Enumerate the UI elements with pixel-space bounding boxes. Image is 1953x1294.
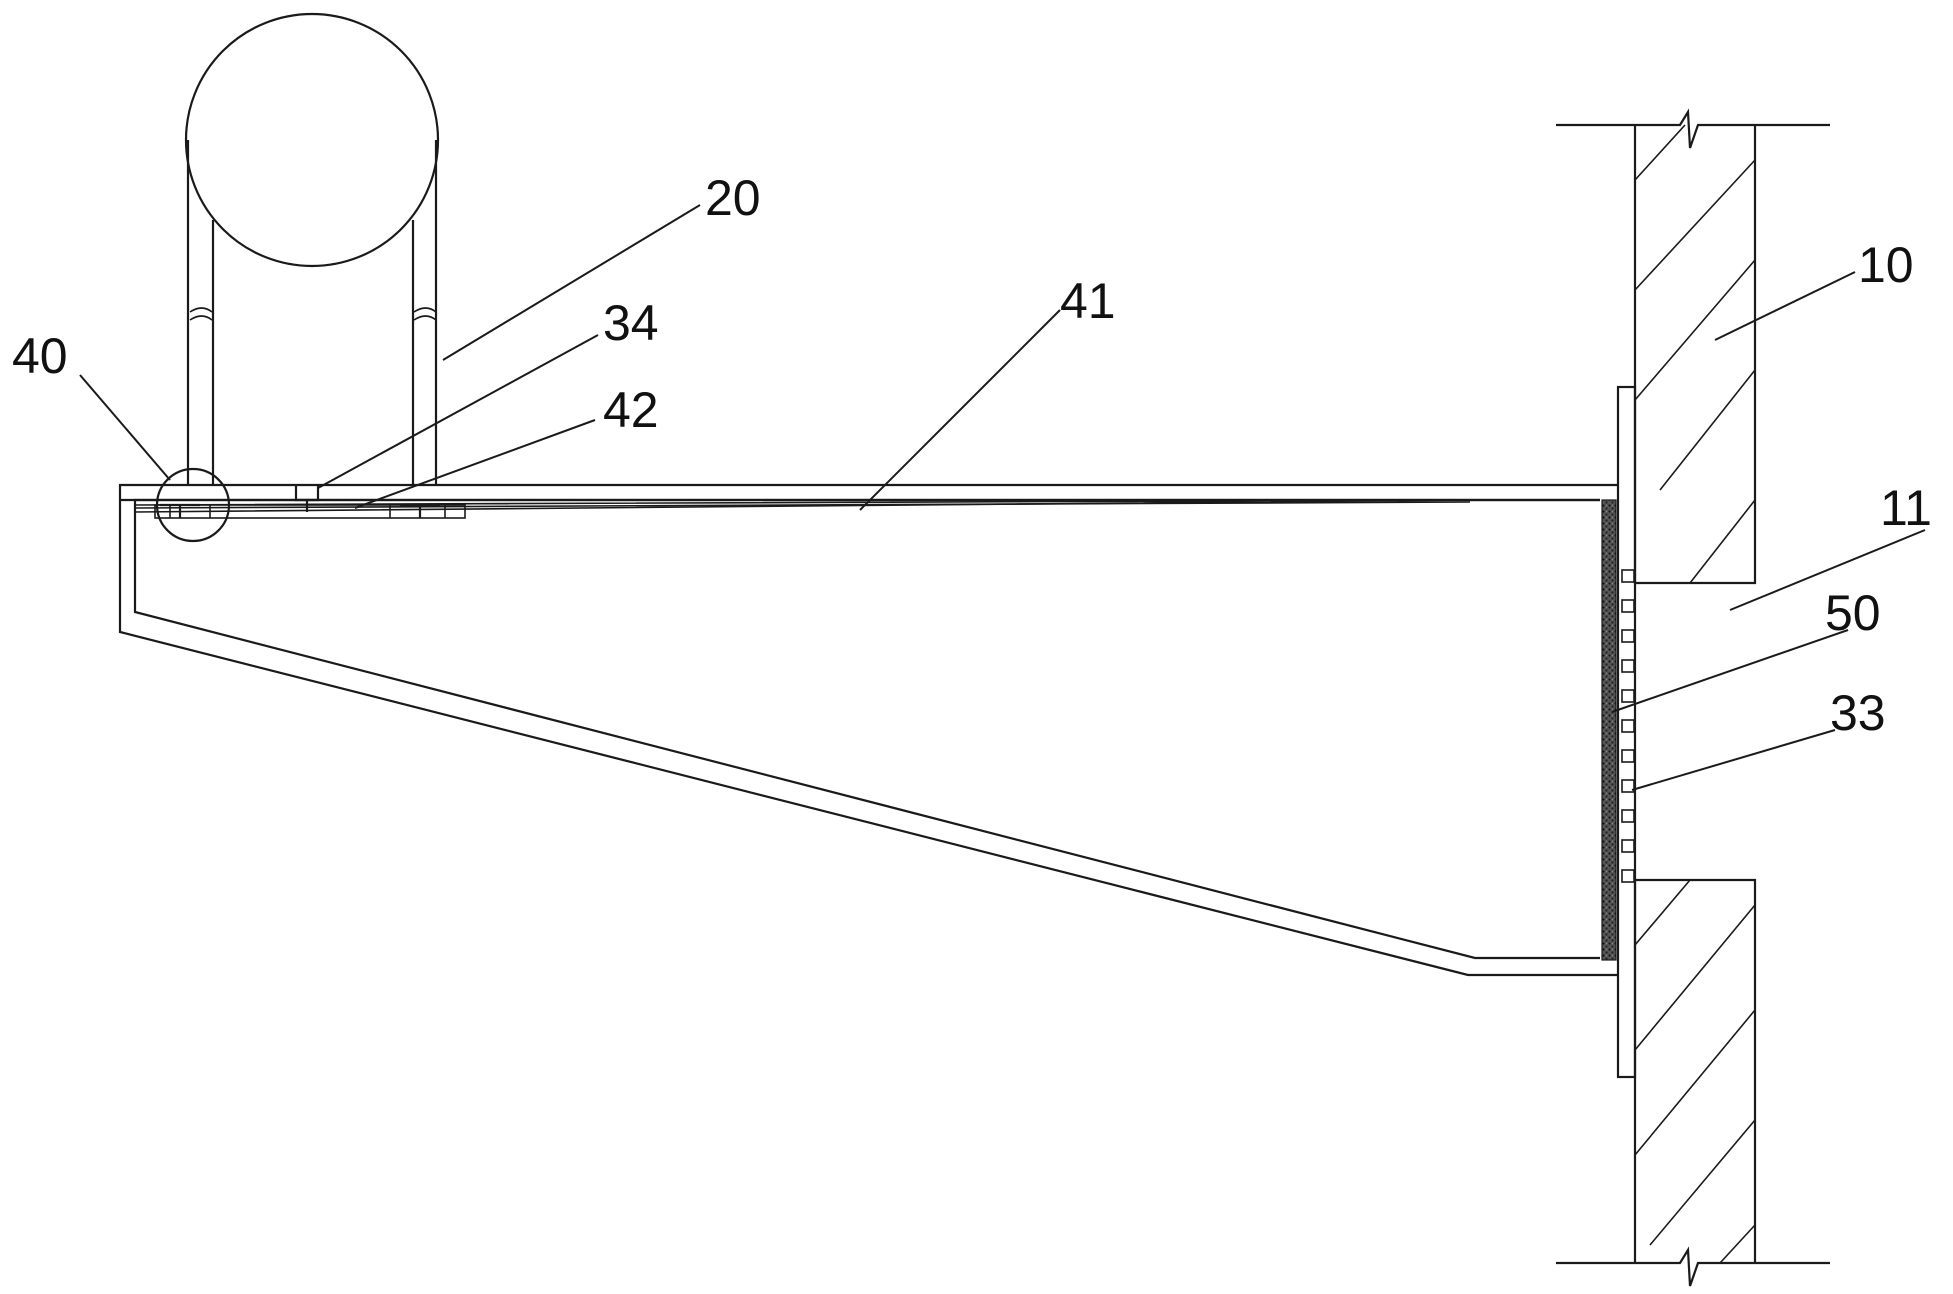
sealant-strip — [1602, 500, 1616, 960]
label-wall: 10 — [1858, 237, 1914, 293]
wall — [1556, 112, 1830, 1286]
wall-hatching-upper — [1635, 125, 1755, 583]
label-wall-opening: 11 — [1880, 480, 1932, 536]
label-sealant: 50 — [1825, 585, 1881, 641]
leader-lines — [80, 205, 1925, 790]
label-bracket-node: 40 — [12, 328, 68, 384]
bolt-plate — [155, 486, 465, 518]
wall-hatching-lower — [1635, 880, 1755, 1263]
anchor-bolts — [1622, 570, 1634, 882]
label-anchor: 33 — [1830, 685, 1886, 741]
label-plate: 42 — [603, 382, 659, 438]
label-pipe-clamp: 20 — [705, 170, 761, 226]
bracket — [120, 485, 1618, 975]
label-top-flange: 41 — [1060, 273, 1116, 329]
pipe-clamp — [186, 14, 438, 485]
label-bolt: 34 — [603, 295, 659, 351]
